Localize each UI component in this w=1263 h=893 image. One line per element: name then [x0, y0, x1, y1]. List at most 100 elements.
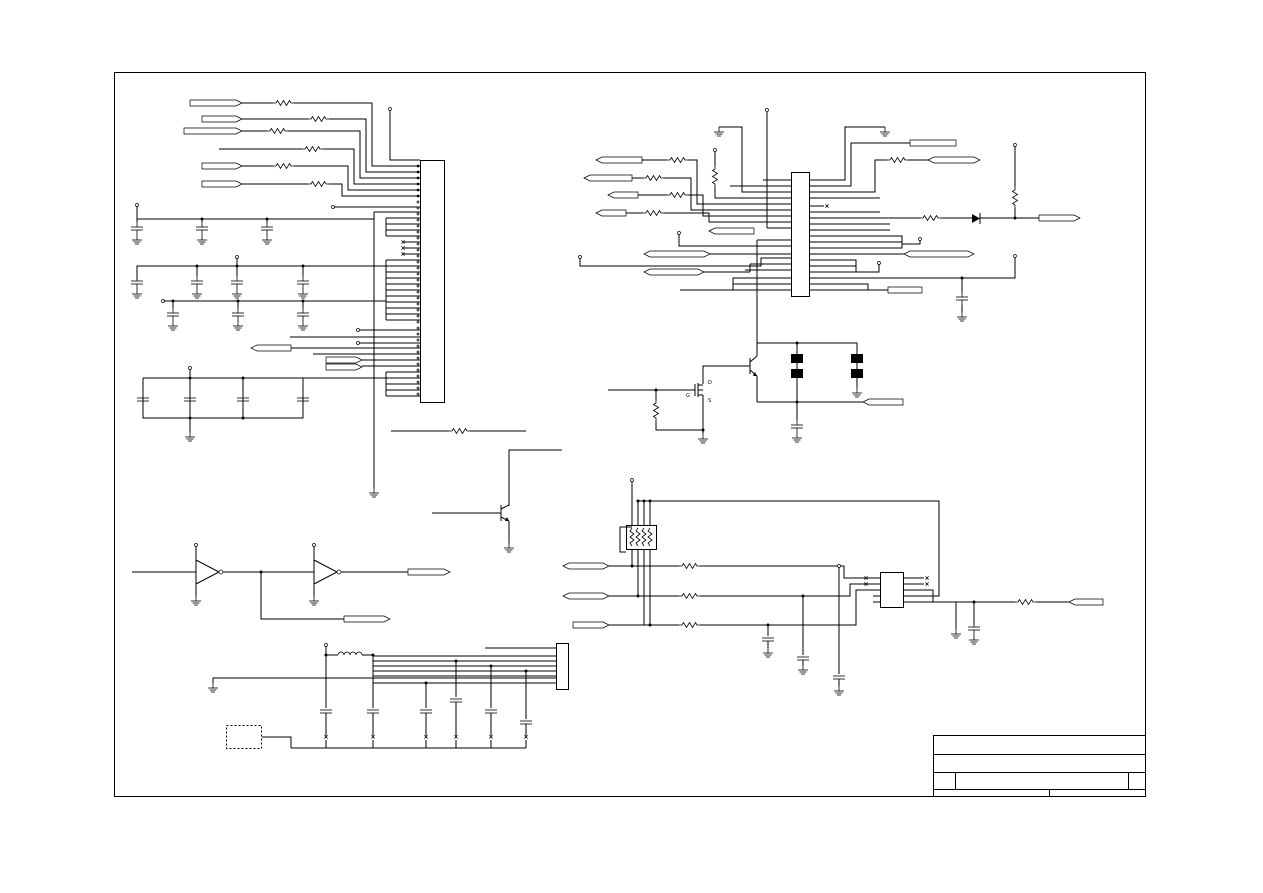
net-port-icon: [190, 100, 242, 106]
mosfet-drain-label: D: [708, 380, 712, 386]
resistor-icon: [678, 622, 701, 628]
left-middle-signal: [391, 428, 562, 553]
ic-pin: [417, 243, 419, 245]
mosfet-icon: D G S: [686, 380, 712, 404]
capacitor-bank-left: [137, 367, 386, 442]
mosfet-gate-label: G: [686, 393, 690, 399]
resistor-icon: [919, 215, 942, 221]
ic-pin: [417, 225, 419, 227]
ic-pin: [417, 285, 419, 287]
net-port-icon: [326, 357, 362, 363]
sheet-border: [115, 73, 1146, 797]
ic-pin: [417, 249, 419, 251]
ic-pin: [417, 345, 419, 347]
ic-pin: [417, 267, 419, 269]
ic-pin: [417, 315, 419, 317]
ic-pin: [417, 255, 419, 257]
resistor-icon: [678, 563, 701, 569]
transistor-icon: [750, 356, 757, 376]
net-port-icon: [202, 163, 242, 169]
ic-pin: [417, 351, 419, 353]
net-port-icon: [644, 269, 704, 275]
resistor-icon: [448, 428, 471, 434]
ic-pin: [417, 201, 419, 203]
resistor-icon: [307, 181, 330, 187]
ic-pin: [417, 369, 419, 371]
net-port-icon: [904, 251, 974, 257]
net-port-icon: [251, 345, 291, 351]
net-port-icon: [608, 192, 638, 198]
resistor-icon: [653, 399, 659, 422]
ic-pin: [417, 261, 419, 263]
bottom-connector: [207, 644, 569, 749]
left-top-signal-group: [184, 100, 420, 209]
net-port-icon: [573, 622, 609, 628]
ic-pin: [417, 321, 419, 323]
ic-pin: [417, 237, 419, 239]
capacitor-icon: [296, 307, 310, 322]
ic-pin: [417, 279, 419, 281]
resistor-icon: [272, 100, 295, 106]
inductor-icon: [338, 652, 362, 655]
ic-pin: [417, 327, 419, 329]
title-block: [934, 736, 1146, 797]
ic-pin: [417, 387, 419, 389]
net-port-icon: [584, 175, 632, 181]
net-port-icon: [344, 616, 390, 622]
ic-icon: [421, 161, 445, 403]
ic-pin: [417, 291, 419, 293]
ic-icon: [881, 573, 904, 608]
mounting-pad: [227, 726, 262, 749]
ic-pin: [417, 339, 419, 341]
capacitor-icon: [190, 275, 204, 290]
decoupling-capacitors-row2: [130, 256, 386, 299]
resistor-icon: [666, 157, 689, 163]
net-port-icon: [644, 251, 710, 257]
net-port-icon: [326, 364, 362, 370]
ic-pin: [417, 273, 419, 275]
buffer-icon: [196, 560, 219, 584]
connector-icon: [557, 644, 569, 690]
left-bus-wiring: [251, 212, 420, 498]
net-port-icon: [1039, 215, 1080, 221]
ic-pin: [417, 333, 419, 335]
net-port-icon: [910, 140, 956, 146]
ic-pin: [417, 219, 419, 221]
net-port-icon: [596, 210, 626, 216]
resistor-icon: [666, 192, 689, 198]
ic-pin: [417, 231, 419, 233]
resistor-icon: [301, 146, 324, 152]
net-port-icon: [709, 228, 754, 234]
ic-icon: [792, 173, 810, 297]
net-port-icon: [184, 128, 242, 134]
ic-pin: [417, 297, 419, 299]
net-port-icon: [863, 399, 903, 405]
resistor-icon: [678, 593, 701, 599]
capacitor-icon: [166, 307, 180, 322]
diode-icon: [972, 213, 980, 224]
net-port-icon: [563, 593, 609, 599]
capacitor-icon: [230, 275, 244, 290]
net-port-icon: [563, 563, 609, 569]
net-port-icon: [408, 569, 450, 575]
buffer-chain: [132, 544, 450, 623]
filter-circuit: [563, 479, 1103, 696]
switch-circuit: D G S: [608, 240, 903, 444]
decoupling-capacitors-row1: [130, 204, 374, 245]
capacitor-icon: [296, 275, 310, 290]
capacitor-icon: [260, 221, 274, 236]
main-ic-right: [579, 109, 1081, 322]
ic-pin: [417, 381, 419, 383]
resistor-icon: [307, 116, 330, 122]
net-port-icon: [596, 157, 642, 163]
decoupling-capacitors-row3: [162, 300, 387, 331]
ic-pin: [417, 303, 419, 305]
net-port-icon: [202, 181, 242, 187]
ic-pin: [417, 375, 419, 377]
ic-pin: [417, 393, 419, 395]
mosfet-source-label: S: [708, 398, 711, 404]
ic-pin: [417, 309, 419, 311]
capacitor-icon: [790, 419, 804, 434]
buffer-icon: [314, 560, 337, 584]
